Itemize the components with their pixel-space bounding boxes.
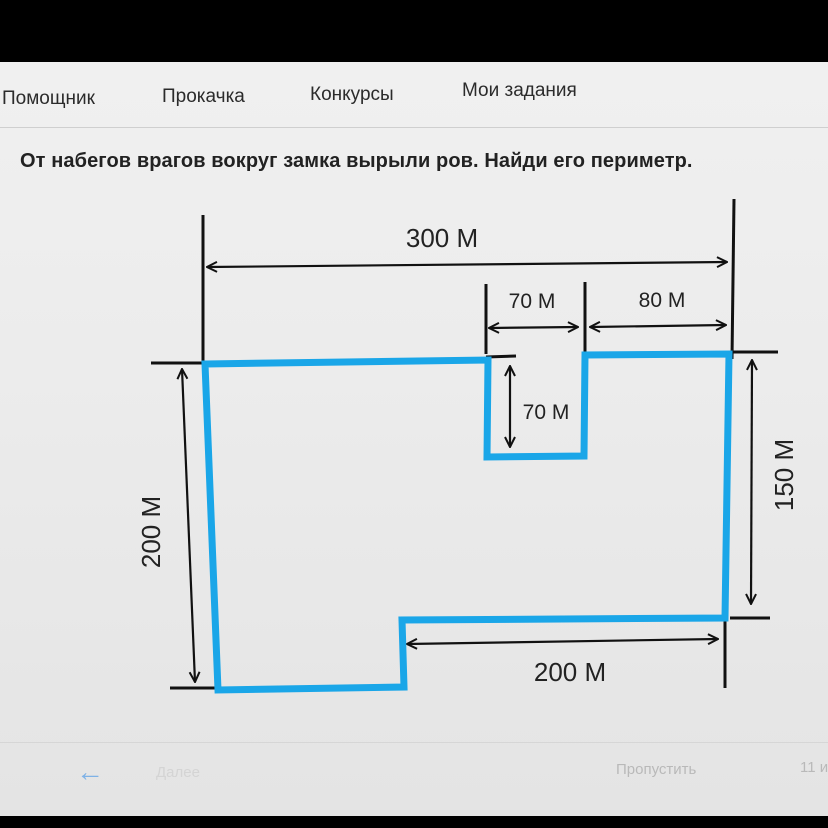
skip-button[interactable]: Пропустить — [616, 761, 697, 778]
left-height-arrow — [182, 369, 195, 682]
top-width-arrow — [207, 262, 727, 267]
label-left-height: 200 М — [136, 496, 166, 568]
arrow-left-icon: ← — [76, 756, 104, 787]
screen: Помощник Прокачка Конкурсы Мои задания О… — [0, 62, 828, 816]
right-segment-arrow — [590, 325, 726, 327]
right-height-arrow — [751, 360, 752, 604]
right-top-extension-line — [730, 198, 736, 360]
nav-item-helper[interactable]: Помощник — [2, 88, 95, 109]
label-top-width: 300 М — [406, 223, 478, 253]
next-button[interactable]: Далее — [156, 764, 200, 781]
label-right-top-segment: 80 М — [639, 289, 686, 312]
nav-item-training[interactable]: Прокачка — [162, 86, 245, 107]
nav-item-my-tasks[interactable]: Мои задания — [462, 80, 577, 101]
back-button[interactable]: ← — [62, 752, 118, 792]
extension-lines — [151, 198, 778, 690]
label-right-height: 150 М — [769, 439, 799, 511]
top-navigation: Помощник Прокачка Конкурсы Мои задания — [0, 62, 828, 128]
task-title: От набегов врагов вокруг замка вырыли ро… — [20, 150, 693, 172]
task-counter: 11 и — [800, 759, 828, 776]
notch-width-arrow — [489, 327, 578, 328]
label-notch-width: 70 М — [509, 290, 556, 313]
footer-bar — [0, 742, 828, 816]
dimension-arrows — [182, 262, 752, 682]
bottom-segment-arrow — [407, 639, 718, 644]
label-notch-depth: 70 М — [523, 401, 570, 424]
nav-item-contests[interactable]: Конкурсы — [310, 84, 394, 105]
moat-outline — [201, 350, 733, 694]
label-bottom-segment: 200 М — [534, 657, 606, 687]
moat-diagram: 300 М 70 М 80 М 70 М 200 М 150 М 200 М — [136, 198, 799, 694]
